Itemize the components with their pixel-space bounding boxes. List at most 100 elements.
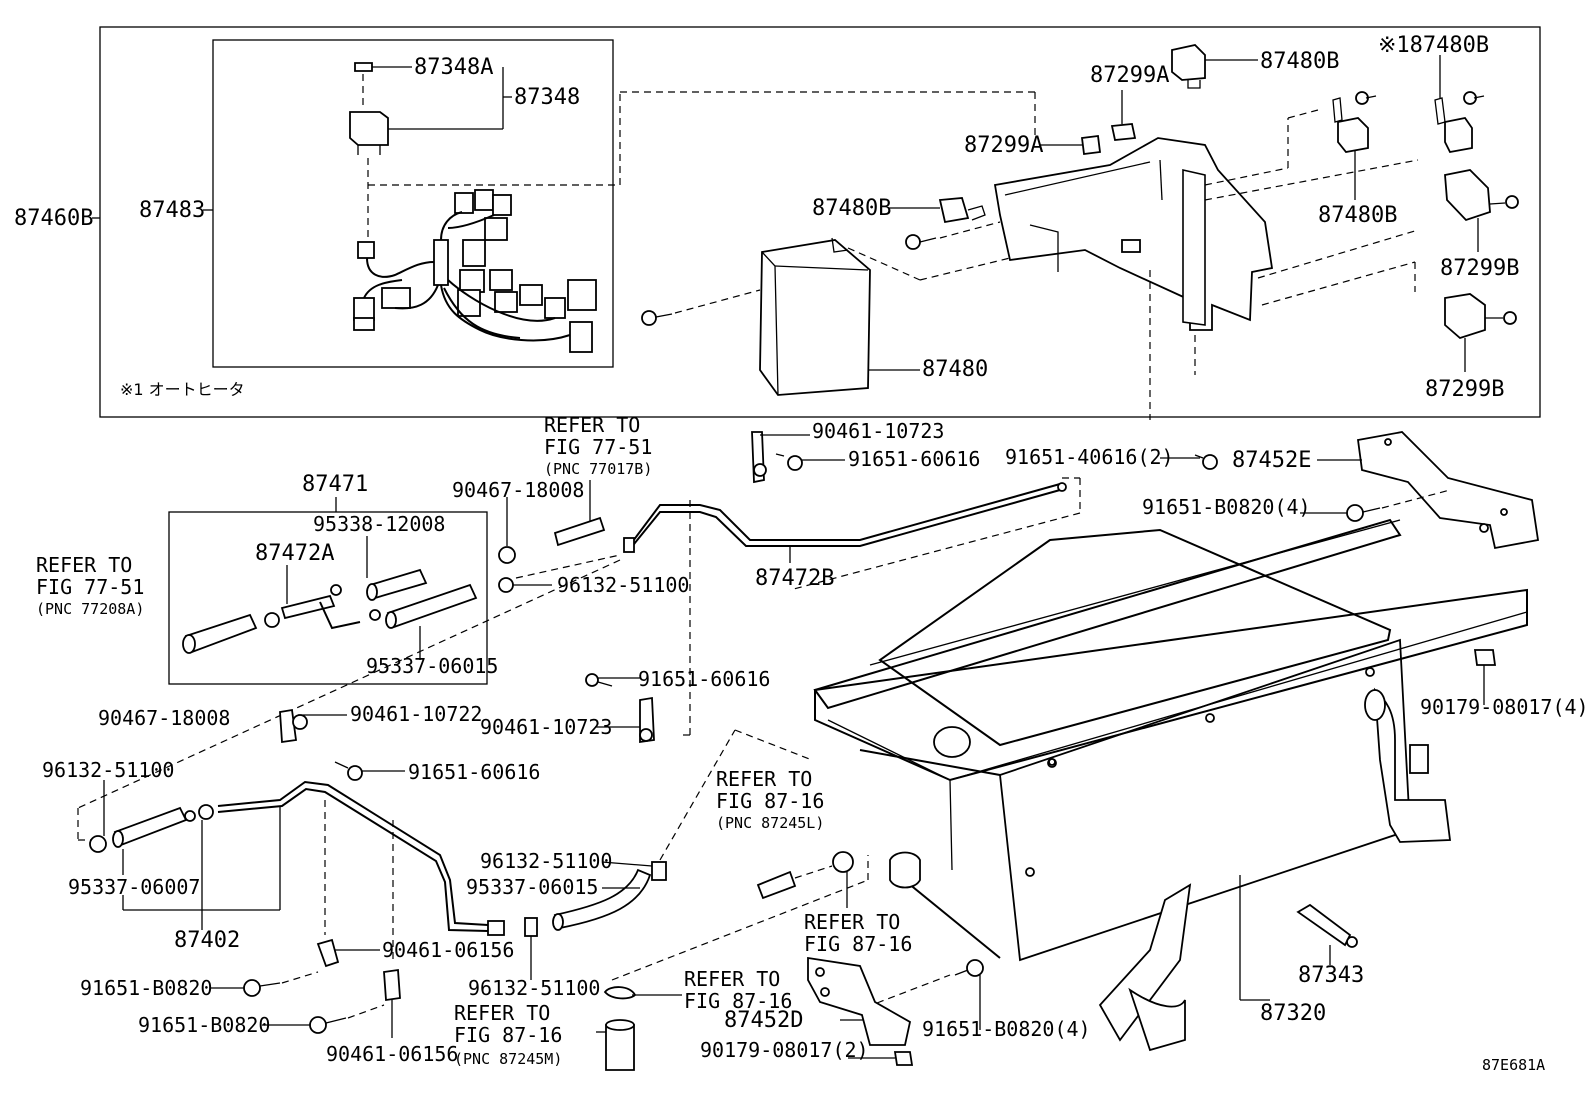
bracket-87452E [1317,431,1540,550]
ref2-line3: (PNC 77208A) [36,600,144,618]
label-95338-12008: 95338-12008 [313,512,445,536]
label-96132-51100-a: 96132-51100 [557,573,689,597]
clip-90461-10723-mid [585,673,655,744]
label-diagram-id: 87E681A [1482,1056,1545,1074]
label-87480B-note: ※187480B [1378,33,1489,58]
ref3-line3: (PNC 87245L) [716,814,824,832]
hose-95337-06015 [524,861,667,980]
nut-90179-08017-4 [1473,649,1497,705]
label-87480B-left: 87480B [812,196,891,221]
assembly-frame [99,26,1541,418]
clamp-96132-51100-a [498,577,514,593]
label-90179-08017-4: 90179-08017(4) [1420,695,1589,719]
label-autoheater-note: ※1 オートヒータ [120,380,245,399]
label-90461-10722: 90461-10722 [350,702,482,726]
hose-kit-87471 [182,568,478,654]
label-87452D: 87452D [724,1008,803,1033]
label-95337-06007: 95337-06007 [68,875,200,899]
label-87343: 87343 [1298,963,1364,988]
clip-90461-06156-a [316,938,380,968]
labels: 87460B 87483 87348A 87348 87299A 87299A … [14,33,1589,1074]
bolt-91651-B0820-4-bottom [954,959,984,1030]
relay-87480B-right [1332,91,1377,200]
clip-90461-06156-b [383,968,401,1038]
label-91651-B0820-4-bottom: 91651-B0820(4) [922,1017,1091,1041]
label-87471: 87471 [302,472,368,497]
label-95337-06015-box: 95337-06015 [366,654,498,678]
label-87483: 87483 [139,198,205,223]
label-90461-10723-mid: 90461-10723 [480,715,612,739]
label-96132-51100-c: 96132-51100 [480,849,612,873]
ref4-line2: FIG 87-16 [804,932,912,956]
label-96132-51100-b: 96132-51100 [42,758,174,782]
heater-unit-87320 [813,518,1528,1052]
label-90467-18008-top: 90467-18008 [452,478,584,502]
hose-kit-frame [168,511,488,685]
label-87299A-top: 87299A [1090,63,1169,88]
label-87299A-mid: 87299A [964,133,1043,158]
clamp-90467-18008-top [498,546,516,564]
label-87402: 87402 [174,928,240,953]
label-90461-06156-b: 90461-06156 [326,1042,458,1066]
bolt-91651-B0820-4-top [1300,504,1381,522]
relay-87299A-top [1110,90,1137,141]
pipe-87472B [623,482,1067,563]
fuse-87348A [354,62,412,72]
label-87460B: 87460B [14,206,93,231]
pipe-87402 [89,780,505,936]
wire-harness-87483 [353,189,597,353]
label-87452E: 87452E [1232,448,1311,473]
relay-87299B-bottom [1444,293,1517,372]
label-87480B-top: 87480B [1260,49,1339,74]
label-90179-08017-2: 90179-08017(2) [700,1038,869,1062]
ref5-line2: FIG 87-16 [684,989,792,1013]
label-95337-06015: 95337-06015 [466,875,598,899]
hose-clamp-87245L [756,851,854,908]
bolt-91651-40616 [1160,454,1218,470]
ref6-line1: REFER TO [454,1001,550,1025]
relay-87480B-top [1171,44,1258,89]
label-91651-60616-c: 91651-60616 [408,760,540,784]
label-91651-B0820-b: 91651-B0820 [138,1013,270,1037]
ref2-line2: FIG 77-51 [36,575,144,599]
bolt-91651-B0820-b [262,1016,347,1034]
relay-87348 [349,67,512,155]
control-module-87480 [641,237,920,396]
glow-plug-87343 [1296,903,1358,965]
ref5-line1: REFER TO [684,967,780,991]
nut-90179-08017-2 [848,1051,914,1066]
label-87299B-bottom: 87299B [1425,377,1504,402]
ref1-line2: FIG 77-51 [544,435,652,459]
relay-87480B-left [888,197,986,250]
bolt-91651-B0820-a [210,979,281,997]
relay-87299B-top [1444,169,1519,252]
label-87480: 87480 [922,357,988,382]
label-87299B-top: 87299B [1440,256,1519,281]
label-87348A: 87348A [414,55,493,80]
ref4-line1: REFER TO [804,910,900,934]
ref3-line2: FIG 87-16 [716,789,824,813]
label-91651-40616: 91651-40616(2) [1005,445,1174,469]
hose-piece-77017B [553,516,606,547]
clip-90461-10722 [279,708,405,781]
label-96132-51100-d: 96132-51100 [468,976,600,1000]
label-87348: 87348 [514,85,580,110]
label-87320: 87320 [1260,1001,1326,1026]
ref6-line3: (PNC 87245M) [454,1050,562,1068]
ref1-line3: (PNC 77017B) [544,460,652,478]
ref1-line1: REFER TO [544,413,640,437]
label-87472A: 87472A [255,541,334,566]
mounting-bracket [993,137,1274,331]
ref6-line2: FIG 87-16 [454,1023,562,1047]
label-90467-18008-bottom: 90467-18008 [98,706,230,730]
sub-assembly-frame [212,39,614,368]
label-91651-60616-b: 91651-60616 [638,667,770,691]
label-90461-10723-top: 90461-10723 [812,419,944,443]
label-91651-B0820-4-top: 91651-B0820(4) [1142,495,1311,519]
label-87480B-right: 87480B [1318,203,1397,228]
label-91651-B0820-a: 91651-B0820 [80,976,212,1000]
clip-90461-10723-top [751,431,845,484]
hose-clamp-87-16 [596,986,682,1071]
relay-87480B-note [1434,55,1485,154]
